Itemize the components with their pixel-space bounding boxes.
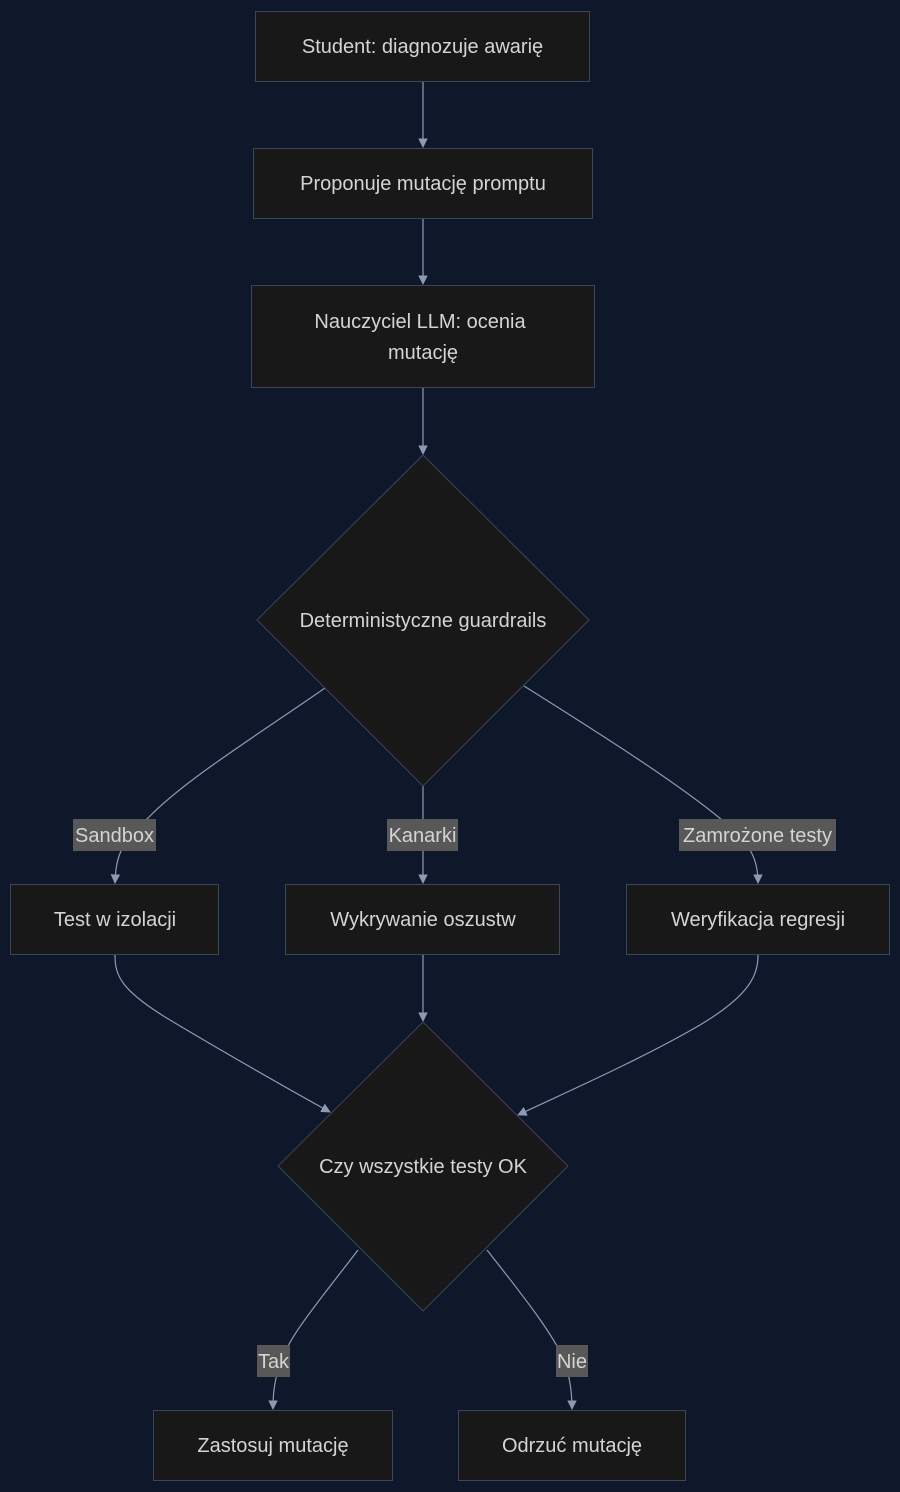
node-fraud: Wykrywanie oszustw [285,884,560,955]
node-regression: Weryfikacja regresji [626,884,890,955]
edge-check-to-reject [486,1249,577,1410]
edge-label-sandbox-text: Sandbox [75,825,154,847]
node-teacher-label-line2: mutację [388,342,458,364]
node-regression-label: Weryfikacja regresji [671,909,845,931]
node-student-label: Student: diagnozuje awarię [302,36,543,58]
edge-guardrails-to-isolation [110,687,326,884]
edge-check-to-apply [268,1249,359,1410]
edge-regression-to-check [517,954,759,1116]
edge-isolation-to-check [114,954,331,1113]
node-all-ok: Czy wszystkie testy OK [277,1021,569,1312]
node-all-ok-label: Czy wszystkie testy OK [319,1156,527,1178]
edge-label-canaries-text: Kanarki [389,825,457,847]
edge-label-sandbox: Sandbox [73,819,156,851]
edge-label-frozen: Zamrożone testy [679,819,836,851]
edge-label-no: Nie [556,1345,588,1377]
node-teacher: Nauczyciel LLM: ocenia mutację [251,285,595,388]
edge-label-yes-text: Tak [258,1351,290,1373]
node-guardrails: Deterministyczne guardrails [256,454,590,787]
node-student: Student: diagnozuje awarię [255,11,590,82]
node-apply: Zastosuj mutację [153,1410,393,1481]
edge-label-no-text: Nie [557,1351,587,1373]
edge-label-yes: Tak [257,1345,290,1377]
node-proposal: Proponuje mutację promptu [253,148,593,219]
node-isolation-label: Test w izolacji [54,909,176,931]
node-teacher-label-line1: Nauczyciel LLM: ocenia [314,311,526,333]
node-fraud-label: Wykrywanie oszustw [330,909,516,931]
node-reject-label: Odrzuć mutację [502,1435,642,1457]
edges [110,82,763,1410]
node-proposal-label: Proponuje mutację promptu [300,173,546,195]
node-isolation: Test w izolacji [10,884,219,955]
edge-guardrails-to-regression [523,685,763,884]
edge-labels: Sandbox Kanarki Zamrożone testy Tak Nie [73,819,836,1377]
node-apply-label: Zastosuj mutację [197,1435,348,1457]
edge-label-frozen-text: Zamrożone testy [683,825,832,847]
edge-label-canaries: Kanarki [387,819,458,851]
node-reject: Odrzuć mutację [458,1410,686,1481]
node-guardrails-label: Deterministyczne guardrails [300,610,547,632]
nodes: Student: diagnozuje awarię Proponuje mut… [10,11,890,1481]
